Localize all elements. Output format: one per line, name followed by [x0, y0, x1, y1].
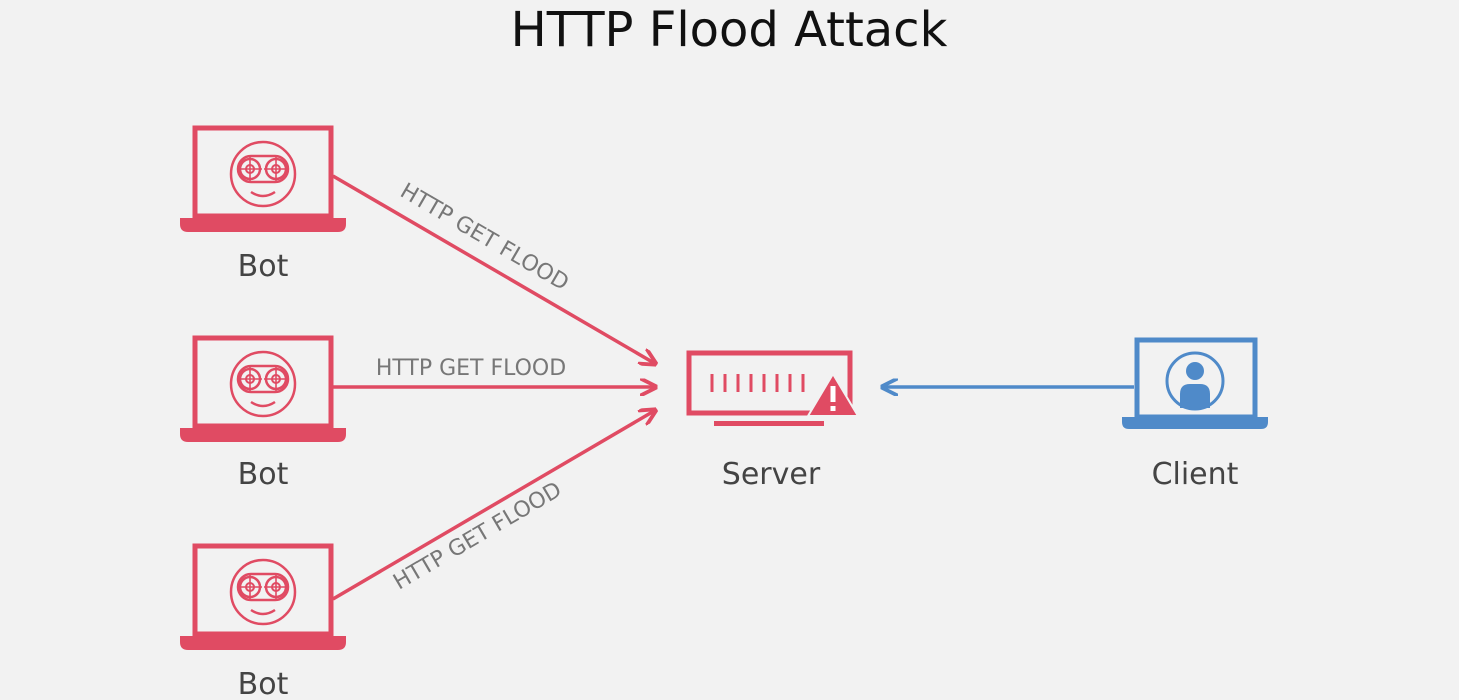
flood-label-3: HTTP GET FLOOD	[389, 477, 566, 595]
flood-label-2: HTTP GET FLOOD	[376, 356, 566, 381]
flood-arrow-3	[332, 411, 654, 601]
bot-node-2: Bot	[180, 338, 346, 492]
bot-label: Bot	[238, 667, 289, 700]
robot-face-icon	[180, 338, 346, 442]
diagram-title: HTTP Flood Attack	[511, 2, 948, 58]
bot-label: Bot	[238, 457, 289, 492]
server-label: Server	[722, 457, 821, 492]
bot-node-3: Bot	[180, 546, 346, 700]
server-warning-icon	[686, 350, 860, 426]
client-label: Client	[1152, 457, 1239, 492]
user-icon	[1165, 351, 1225, 411]
robot-face-icon	[180, 128, 346, 232]
client-node: Client	[1122, 337, 1268, 492]
bot-node-1: Bot	[180, 128, 346, 284]
server-node: Server	[686, 350, 860, 492]
flood-arrow-1	[332, 174, 654, 363]
robot-face-icon	[180, 546, 346, 650]
flood-label-1: HTTP GET FLOOD	[396, 179, 573, 296]
bot-label: Bot	[238, 249, 289, 284]
